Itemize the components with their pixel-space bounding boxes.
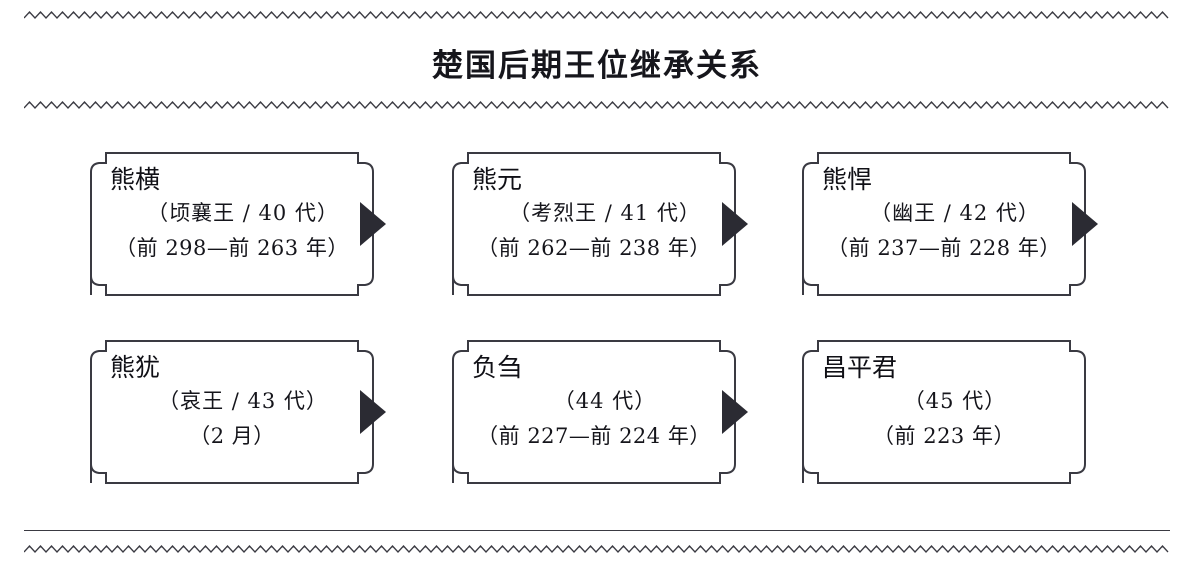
arrow-right-icon-3 — [1072, 202, 1098, 246]
flow-row-1: 熊横 （顷襄王 / 40 代） （前 298—前 263 年） 熊元 （考烈王 … — [0, 150, 1194, 298]
node-generation: （哀王 / 43 代） — [158, 389, 328, 413]
node-years: （前 227—前 224 年） — [477, 423, 711, 448]
node-years: （前 262—前 238 年） — [477, 235, 711, 260]
node-years: （前 237—前 228 年） — [827, 235, 1061, 260]
node-changping-jun[interactable]: 昌平君 （45 代） （前 223 年） — [800, 338, 1088, 486]
node-name: 负刍 — [472, 353, 523, 382]
node-generation: （44 代） — [553, 389, 657, 413]
divider-wave-under-title — [24, 98, 1170, 112]
node-xiong-you[interactable]: 熊犹 （哀王 / 43 代） （2 月） — [88, 338, 376, 486]
node-years: （前 223 年） — [873, 423, 1015, 448]
node-years: （前 298—前 263 年） — [115, 235, 349, 260]
succession-flow: 熊横 （顷襄王 / 40 代） （前 298—前 263 年） 熊元 （考烈王 … — [0, 150, 1194, 526]
node-name: 熊悍 — [822, 165, 873, 194]
node-name: 熊元 — [472, 165, 523, 194]
node-generation: （45 代） — [903, 389, 1007, 413]
node-generation: （顷襄王 / 40 代） — [147, 201, 339, 225]
page-title: 楚国后期王位继承关系 — [432, 48, 762, 84]
node-content: 昌平君 （45 代） （前 223 年） — [800, 338, 1088, 486]
divider-line-bottom — [24, 530, 1170, 531]
node-name: 熊横 — [110, 165, 161, 194]
node-content: 熊元 （考烈王 / 41 代） （前 262—前 238 年） — [450, 150, 738, 298]
node-content: 熊横 （顷襄王 / 40 代） （前 298—前 263 年） — [88, 150, 376, 298]
node-xiong-heng[interactable]: 熊横 （顷襄王 / 40 代） （前 298—前 263 年） — [88, 150, 376, 298]
node-generation: （幽王 / 42 代） — [870, 201, 1040, 225]
node-years: （2 月） — [189, 423, 275, 448]
node-content: 熊犹 （哀王 / 43 代） （2 月） — [88, 338, 376, 486]
node-fu-chu[interactable]: 负刍 （44 代） （前 227—前 224 年） — [450, 338, 738, 486]
arrow-right-icon-5 — [722, 390, 748, 434]
arrow-right-icon-4 — [360, 390, 386, 434]
node-xiong-yuan[interactable]: 熊元 （考烈王 / 41 代） （前 262—前 238 年） — [450, 150, 738, 298]
node-name: 熊犹 — [110, 353, 161, 382]
node-generation: （考烈王 / 41 代） — [509, 201, 701, 225]
arrow-right-icon-1 — [360, 202, 386, 246]
node-content: 负刍 （44 代） （前 227—前 224 年） — [450, 338, 738, 486]
divider-wave-bottom — [24, 542, 1170, 556]
divider-wave-top — [24, 8, 1170, 22]
flow-row-2: 熊犹 （哀王 / 43 代） （2 月） 负刍 （44 代） （前 227—前 … — [0, 338, 1194, 486]
node-name: 昌平君 — [822, 353, 898, 382]
arrow-right-icon-2 — [722, 202, 748, 246]
node-content: 熊悍 （幽王 / 42 代） （前 237—前 228 年） — [800, 150, 1088, 298]
node-xiong-han[interactable]: 熊悍 （幽王 / 42 代） （前 237—前 228 年） — [800, 150, 1088, 298]
